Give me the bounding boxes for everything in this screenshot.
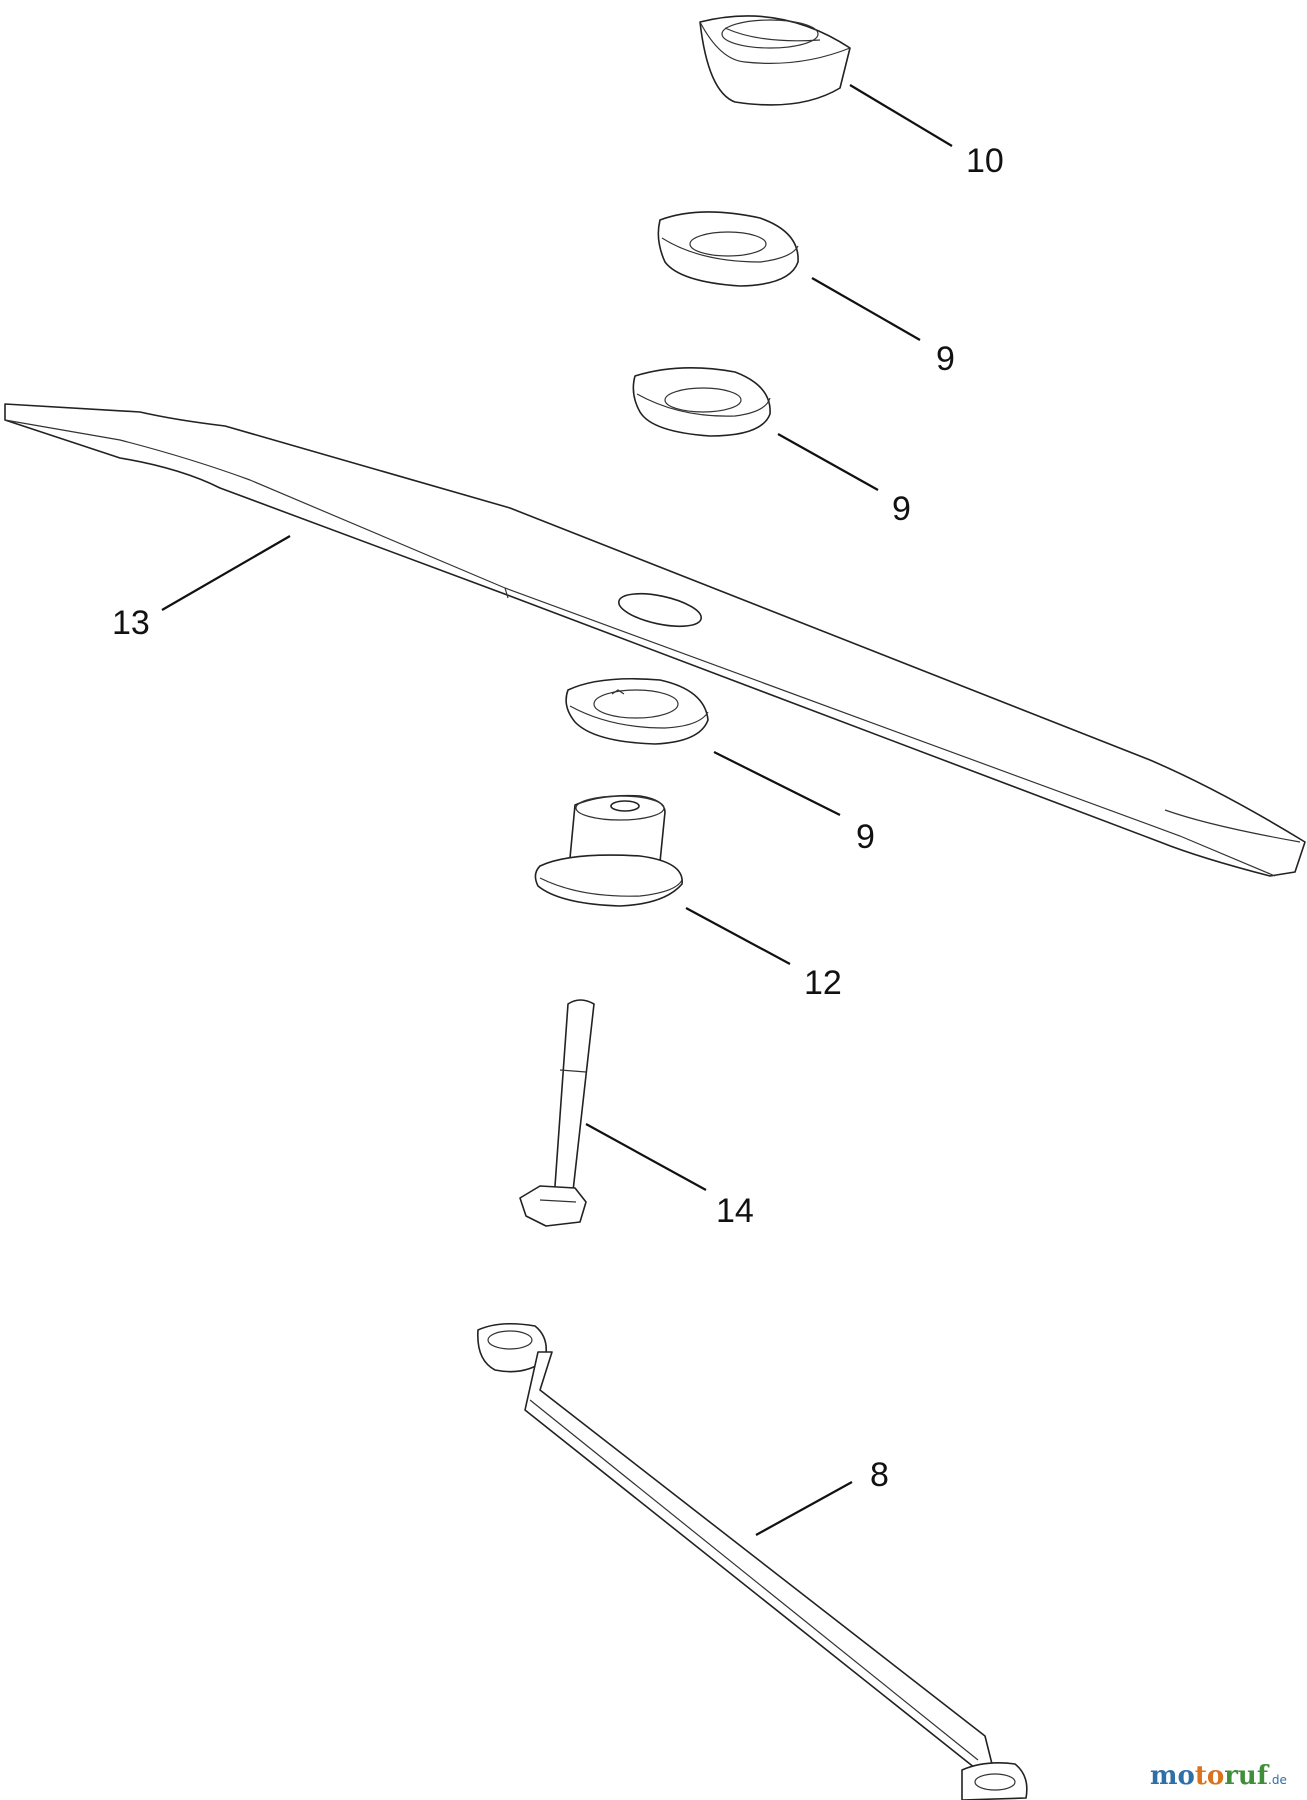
- callout-9-middle: 9: [892, 490, 911, 528]
- motoruf-watermark: motoruf.de: [1150, 1761, 1287, 1791]
- bolt-part: [519, 999, 595, 1227]
- washer-lower-part: [565, 678, 709, 745]
- callout-13: 13: [112, 604, 150, 642]
- mower-blade-part: [4, 403, 1306, 877]
- leader-line-13: [161, 535, 291, 611]
- leader-line-10: [849, 84, 953, 147]
- cup-bushing-part: [699, 15, 851, 106]
- leader-line-9-middle: [777, 433, 879, 491]
- washer-top-part: [657, 211, 799, 287]
- leader-line-9-top: [811, 277, 921, 341]
- watermark-tld: .de: [1268, 1773, 1287, 1787]
- leader-line-14: [585, 1123, 707, 1191]
- watermark-to: to: [1195, 1761, 1224, 1791]
- callout-10: 10: [966, 142, 1004, 180]
- svg-text:motoruf.de: motoruf.de: [1150, 1761, 1287, 1791]
- callout-12: 12: [804, 964, 842, 1002]
- callout-9-top: 9: [936, 340, 955, 378]
- washer-middle-part: [632, 367, 771, 437]
- watermark-ruf: ruf: [1224, 1761, 1270, 1791]
- watermark-mo: mo: [1150, 1761, 1195, 1791]
- leader-line-12: [685, 907, 791, 965]
- flanged-bushing-part: [534, 794, 683, 907]
- leader-line-8b: [755, 1481, 853, 1536]
- box-wrench-part: [477, 1322, 1028, 1800]
- callout-14: 14: [716, 1192, 754, 1230]
- leader-line-9-lower: [713, 751, 841, 816]
- callout-8: 8: [870, 1456, 889, 1494]
- callout-9-lower: 9: [856, 818, 875, 856]
